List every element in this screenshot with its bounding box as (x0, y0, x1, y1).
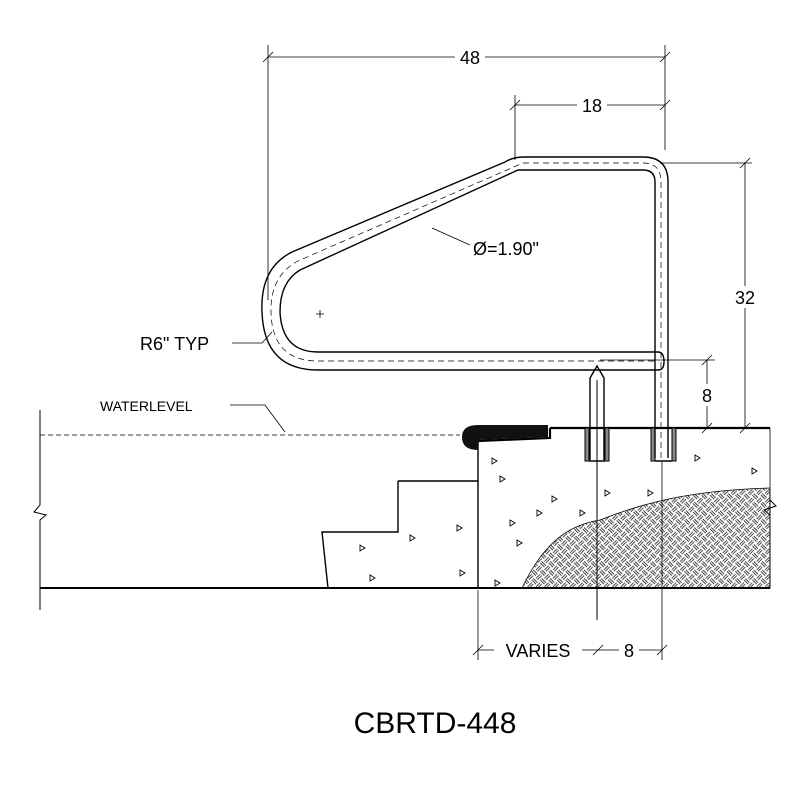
dim-varies: VARIES (506, 641, 571, 661)
dim-32: 32 (735, 288, 755, 308)
tube-diameter-callout: Ø=1.90" (473, 239, 539, 259)
drawing-title: CBRTD-448 (354, 707, 517, 740)
dim-18: 18 (582, 96, 602, 116)
concrete-section (40, 426, 771, 589)
earth-hatch (521, 487, 771, 589)
center-mark (316, 310, 324, 318)
radius-callout: R6" TYP (140, 334, 209, 354)
dim-8-spacing: 8 (624, 641, 634, 661)
dim-8-height: 8 (702, 386, 712, 406)
anchor-sockets (584, 427, 677, 462)
coping (462, 425, 548, 450)
handrail (261, 156, 669, 620)
aggregate-marks (359, 454, 758, 587)
dim-48: 48 (460, 48, 480, 68)
pool-steps (321, 441, 479, 589)
waterlevel-label: WATERLEVEL (100, 398, 193, 414)
break-line (33, 410, 48, 610)
